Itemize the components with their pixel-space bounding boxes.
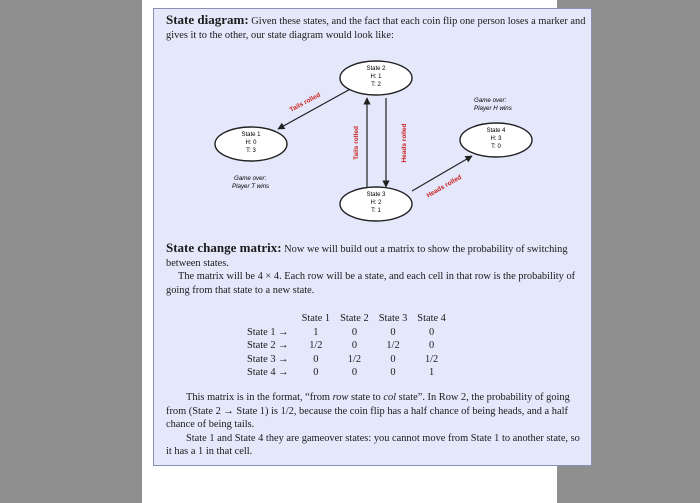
matrix-size-text: The matrix will be 4 × 4. Each row will … xyxy=(166,271,576,296)
gameover-text: State 1 and State 4 they are gameover st… xyxy=(166,432,580,458)
explanation-row-word: row xyxy=(332,392,349,403)
explanation-text-b: state to xyxy=(351,392,381,403)
node-state-2-t: T: 2 xyxy=(371,82,381,88)
node-state-4-t: T: 0 xyxy=(491,144,501,150)
explanation-text-a: This matrix is in the format, “from xyxy=(186,392,330,403)
node-state-3-t: T: 1 xyxy=(371,208,381,214)
matrix-cell: 0 xyxy=(313,367,319,378)
node-state-1-t: T: 3 xyxy=(246,148,256,154)
matrix-row: State 4 → 0 0 0 1 xyxy=(247,366,451,380)
node-state-1: State 1 H: 0 T: 3 xyxy=(214,126,288,162)
matrix-cell: 0 xyxy=(351,326,358,338)
edge-label-heads-vert: Heads rolled xyxy=(401,123,408,162)
note-player-h-line1: Game over: xyxy=(474,97,507,104)
state-diagram-heading: State diagram: xyxy=(166,12,249,27)
matrix-row: State 3 → 0 1/2 0 1/2 xyxy=(247,353,451,367)
node-state-4-name: State 4 xyxy=(486,128,506,134)
matrix-col-header: State 2 xyxy=(340,313,369,324)
node-state-3: State 3 H: 2 T: 1 xyxy=(339,186,413,222)
matrix-cell: 1 xyxy=(428,367,435,378)
matrix-cell: 0 xyxy=(390,353,396,365)
explanation-col-word: col xyxy=(383,392,397,403)
matrix-cell: 1/2 xyxy=(309,340,323,351)
note-player-t-line1: Game over: xyxy=(234,175,267,182)
note-player-t-line2: Player T wins xyxy=(232,183,269,190)
state-change-matrix: State 1 State 2 State 3 State 4 State 1 … xyxy=(247,312,451,380)
matrix-row-label: State 4 → xyxy=(247,367,289,378)
edge-s2-to-s1 xyxy=(277,86,355,130)
intro-text: Given these states, and the fact that ea… xyxy=(166,16,586,41)
matrix-cell: 0 xyxy=(351,340,358,351)
intro-paragraph: State diagram: Given these states, and t… xyxy=(166,13,586,42)
matrix-row-label: State 3 → xyxy=(247,353,289,365)
matrix-cell: 0 xyxy=(428,340,435,351)
matrix-cell: 1/2 xyxy=(424,353,439,365)
matrix-cell: 0 xyxy=(390,367,396,378)
edge-label-heads-diag: Heads rolled xyxy=(426,174,463,200)
node-state-3-h: H: 2 xyxy=(370,200,382,206)
note-player-h-line2: Player H wins xyxy=(474,105,512,112)
state-change-matrix-heading: State change matrix: xyxy=(166,240,282,255)
edge-label-tails-vert: Tails rolled xyxy=(353,126,360,160)
node-state-2-name: State 2 xyxy=(366,66,386,72)
matrix-cell: 0 xyxy=(351,367,358,378)
matrix-cell: 1/2 xyxy=(347,353,362,365)
edge-label-tails-diag: Tails rolled xyxy=(289,92,322,114)
node-state-1-name: State 1 xyxy=(241,132,261,138)
node-state-4-h: H: 3 xyxy=(490,136,502,142)
matrix-col-header: State 1 xyxy=(301,313,331,324)
matrix-intro-paragraph: State change matrix: Now we will build o… xyxy=(166,241,586,297)
matrix-cell: 0 xyxy=(313,353,319,365)
matrix-cell: 1/2 xyxy=(386,340,400,351)
matrix-row: State 2 → 1/2 0 1/2 0 xyxy=(247,339,451,353)
edge-s3-to-s4 xyxy=(411,155,473,192)
state-diagram: Tails rolled Tails rolled Heads rolled H… xyxy=(214,60,533,222)
node-state-2-h: H: 1 xyxy=(370,74,382,80)
matrix-cell: 0 xyxy=(428,326,435,338)
matrix-row: State 1 → 1 0 0 0 xyxy=(247,326,451,340)
matrix-col-header: State 3 xyxy=(378,313,408,324)
content-box: State diagram: Given these states, and t… xyxy=(153,8,592,466)
matrix-cell: 0 xyxy=(390,326,396,338)
matrix-cell: 1 xyxy=(313,326,319,338)
matrix-row-label: State 1 → xyxy=(247,326,289,338)
explanation-text-c: state”. In Row 2, the probability of goi… xyxy=(166,392,570,430)
matrix-row-label: State 2 → xyxy=(247,340,289,351)
matrix-col-header: State 4 xyxy=(417,313,446,324)
matrix-intro-text: Now we will build out a matrix to show t… xyxy=(166,244,568,269)
node-state-2: State 2 H: 1 T: 2 xyxy=(339,60,413,96)
matrix-header-row: State 1 State 2 State 3 State 4 xyxy=(247,312,451,326)
node-state-1-h: H: 0 xyxy=(245,140,257,146)
node-state-4: State 4 H: 3 T: 0 xyxy=(459,122,533,158)
explanation-paragraph: This matrix is in the format, “from row … xyxy=(166,391,586,459)
node-state-3-name: State 3 xyxy=(366,192,386,198)
